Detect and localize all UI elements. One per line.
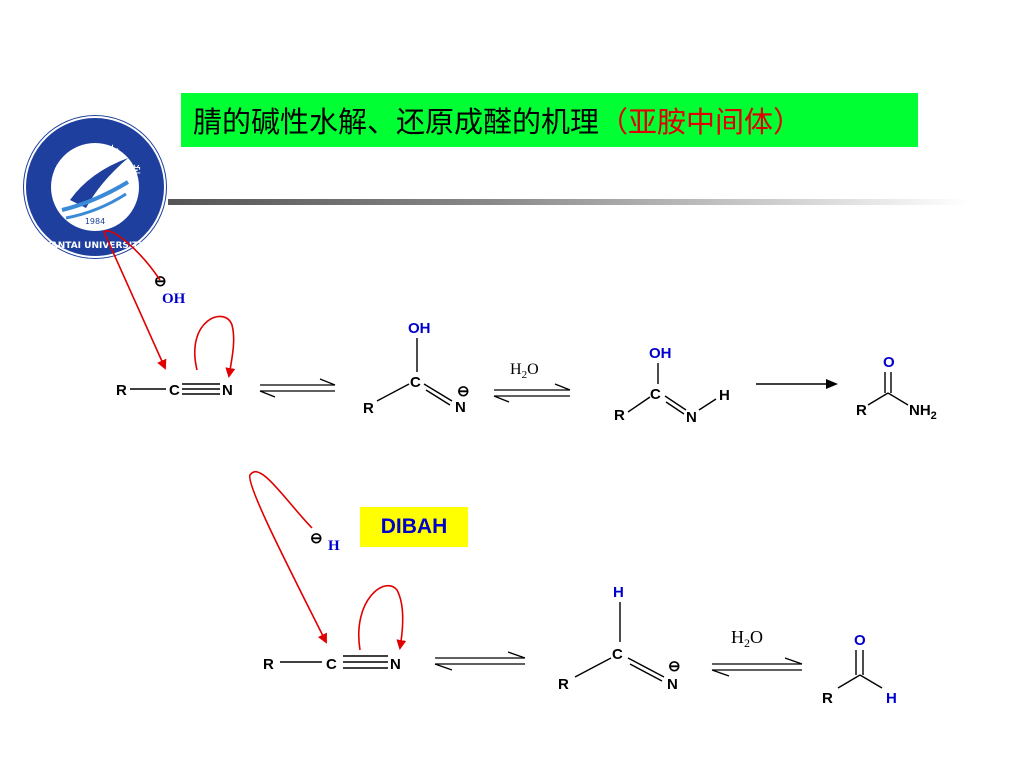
r1-nitrile-r: R (116, 382, 127, 399)
r1-hydroxide: OH (162, 291, 186, 307)
title-paren-text: （亚胺中间体） (599, 105, 803, 139)
reagent-dibah-text: DIBAH (380, 515, 448, 538)
r1-int2-r: R (614, 407, 625, 424)
r1-nitrile-n: N (222, 382, 233, 399)
r1-amide-o: O (883, 354, 895, 371)
r2-hydride-charge: ⊖ (310, 530, 323, 547)
university-logo: 1984 烟 台 大 学 YANTAI UNIVERSITY (23, 115, 167, 259)
r1-nitrile-c: C (169, 382, 180, 399)
logo-year: 1984 (85, 217, 105, 226)
r1-int1-cn-bond-b (425, 389, 451, 406)
r2-int-h: H (613, 584, 624, 601)
r1-amide-nh2: NH2 (909, 402, 937, 422)
r2-aldehyde-rc-bond (837, 674, 861, 689)
r2-int-charge: ⊖ (668, 658, 681, 675)
title-divider (168, 199, 968, 205)
r2-int-n: N (667, 676, 678, 693)
r1-amide-rc-bond (867, 392, 889, 406)
r1-int1-c: C (410, 374, 421, 391)
r1-int1-r: R (363, 400, 374, 417)
logo-char-1: 烟 (54, 165, 67, 180)
r1-int2-oh: OH (649, 345, 672, 362)
r2-hydride: H (328, 538, 340, 554)
r1-int2-h: H (719, 387, 730, 404)
r1-amide-r: R (856, 402, 867, 419)
r2-water-label: H2O (731, 627, 763, 650)
r2-aldehyde-o: O (854, 632, 866, 649)
r1-int2-rc-bond (627, 396, 651, 413)
reagent-dibah-label: DIBAH (360, 507, 468, 547)
r1-attack-arrow (103, 230, 167, 370)
r1-bond-arrow (194, 315, 236, 378)
r1-hydroxide-charge: ⊖ (154, 273, 167, 290)
r2-bond-arrow (357, 584, 407, 651)
logo-char-3: 大 (106, 145, 119, 160)
r1-int2-cn-bond-a (664, 395, 687, 411)
r2-int-r: R (558, 676, 569, 693)
r1-int1-cn-bond-a (423, 383, 453, 402)
r1-amide-cn-bond (887, 392, 909, 406)
reaction2-group: ⊖ H R C N H C R N ⊖ H2O (249, 471, 897, 707)
r1-int1-charge: ⊖ (457, 383, 470, 400)
r1-water-label: H2O (510, 361, 539, 381)
slide-title: 腈的碱性水解、还原成醛的机理（亚胺中间体） (181, 93, 918, 147)
r1-int2-n: N (686, 409, 697, 426)
r2-aldehyde-h: H (886, 690, 897, 707)
r1-int2-nh-bond (698, 398, 717, 411)
r1-int2-cn-bond-b (665, 401, 685, 415)
reaction1-group: ⊖ OH R C N OH C R N ⊖ H2O (103, 230, 937, 426)
r2-int-rc-bond (574, 657, 612, 678)
r2-int-cn-bond-a (627, 657, 665, 678)
r2-int-cn-bond-b (629, 663, 663, 682)
logo-char-4: 学 (128, 164, 141, 180)
r2-nitrile-c: C (326, 656, 337, 673)
logo-char-2: 台 (78, 145, 91, 160)
r1-int2-c: C (650, 386, 661, 403)
r1-int1-rc-bond (376, 383, 410, 402)
r2-aldehyde-ch-bond (859, 674, 883, 689)
r2-attack-arrow (249, 471, 327, 644)
r2-aldehyde-r: R (822, 690, 833, 707)
title-main-text: 腈的碱性水解、还原成醛的机理 (193, 105, 600, 139)
r2-nitrile-n: N (390, 656, 401, 673)
r2-int-c: C (612, 646, 623, 663)
r2-nitrile-r: R (263, 656, 274, 673)
logo-motto: YANTAI UNIVERSITY (44, 241, 145, 251)
r1-int1-oh: OH (408, 320, 431, 337)
r1-int1-n: N (455, 399, 466, 416)
